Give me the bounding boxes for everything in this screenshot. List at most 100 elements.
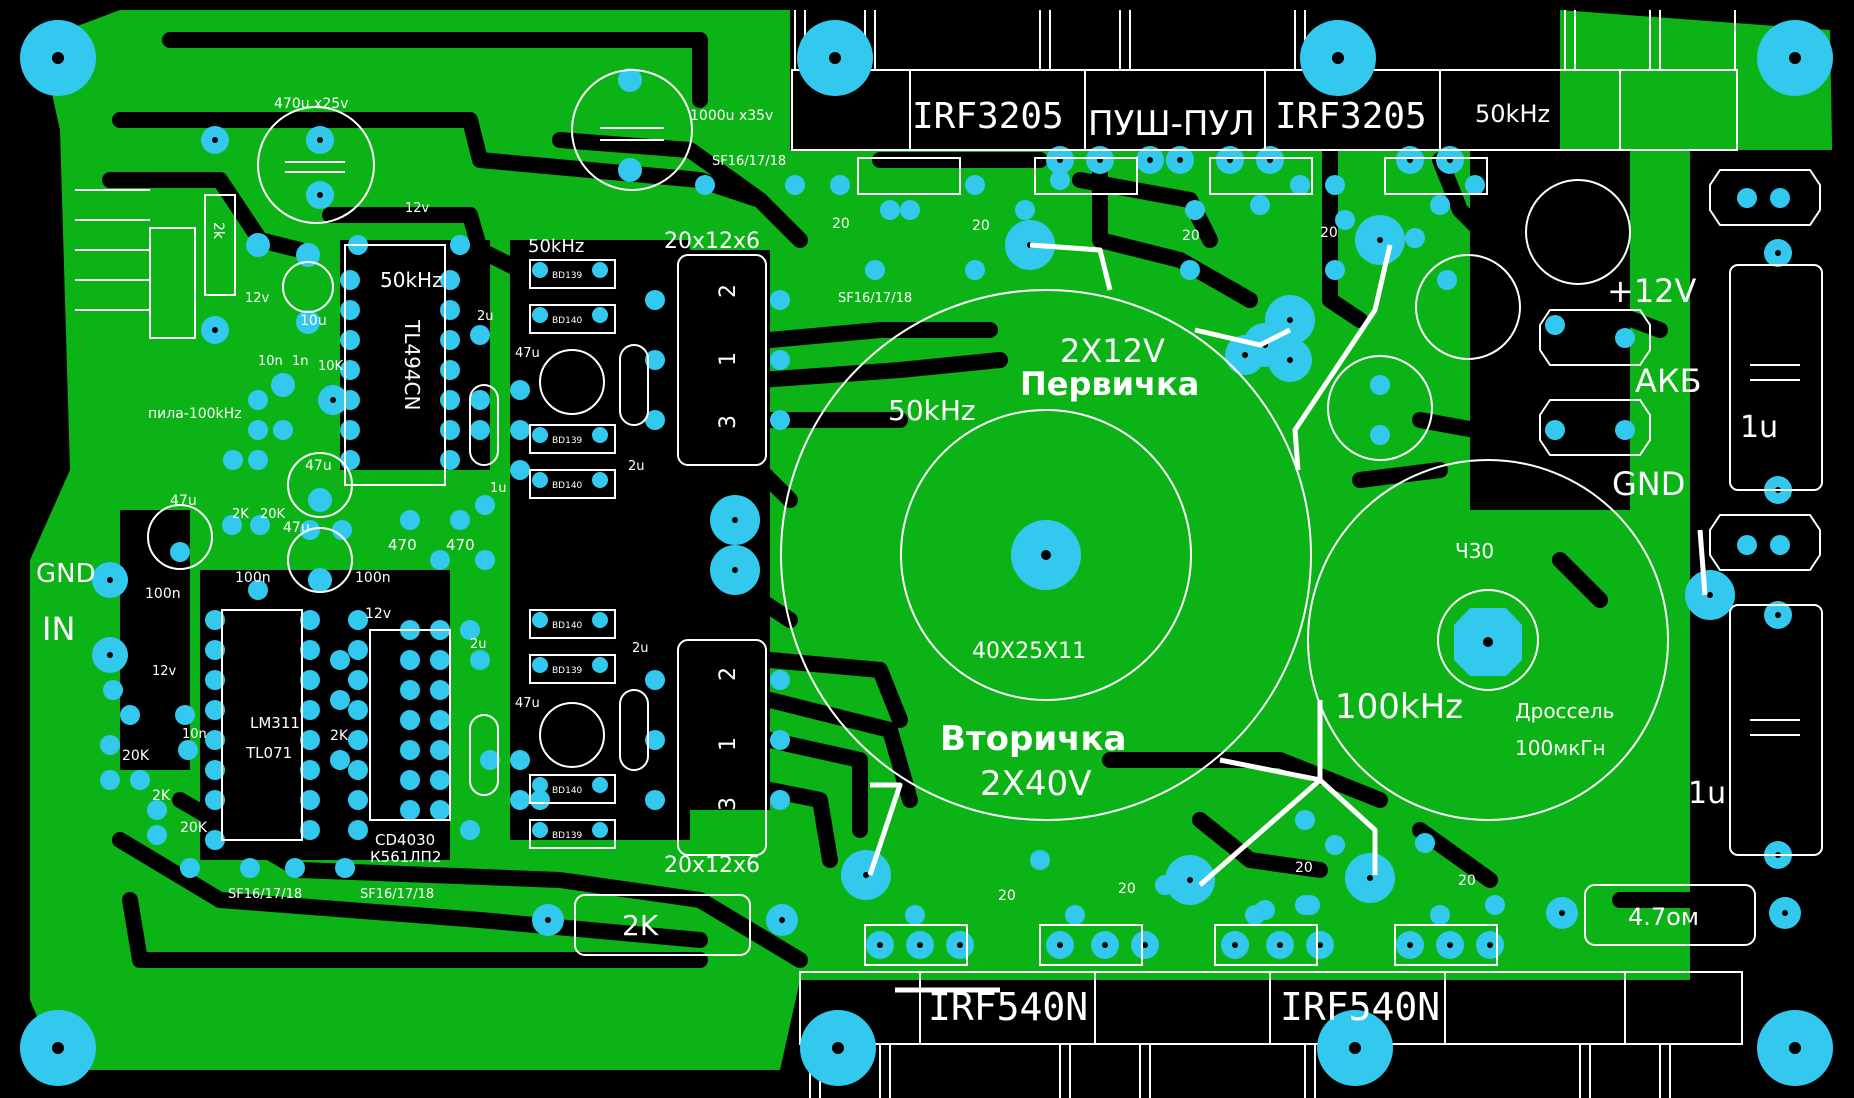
pad-drill-hole xyxy=(877,942,883,948)
pad xyxy=(300,640,320,660)
pad xyxy=(1015,200,1035,220)
pad-drill-hole xyxy=(212,137,218,143)
pad xyxy=(300,700,320,720)
pad xyxy=(1155,875,1175,895)
pad xyxy=(1290,175,1310,195)
label-primary-voltage: 2X12V xyxy=(1060,332,1165,370)
label-res-2k-a: 2K xyxy=(232,507,249,522)
label-choke-code: Ч30 xyxy=(1455,539,1494,563)
pad xyxy=(1050,170,1070,190)
pad-drill-hole xyxy=(1775,612,1781,618)
pad xyxy=(430,680,450,700)
pad xyxy=(592,822,608,838)
code-bd139-4: BD139 xyxy=(552,831,583,841)
pad xyxy=(592,262,608,278)
pad xyxy=(205,700,225,720)
label-res-4-7: 4.7ом xyxy=(1628,903,1699,931)
pad xyxy=(400,510,420,530)
label-res-2k-b: 2K xyxy=(152,788,171,804)
pad xyxy=(250,515,270,535)
pad xyxy=(905,905,925,925)
pad xyxy=(865,260,885,280)
pad-drill-hole xyxy=(863,872,869,878)
pad xyxy=(770,730,790,750)
label-cap-47u-a: 47u xyxy=(515,346,540,361)
pad xyxy=(100,770,120,790)
pad xyxy=(1255,900,1275,920)
pad xyxy=(440,300,460,320)
pad xyxy=(1430,195,1450,215)
pad xyxy=(348,820,368,840)
pad-drill-hole xyxy=(732,567,738,573)
pad xyxy=(440,390,460,410)
pad xyxy=(308,568,332,592)
pad-drill-hole xyxy=(1367,875,1373,881)
pad-drill-hole xyxy=(330,397,336,403)
pad xyxy=(475,550,495,570)
pad xyxy=(103,680,123,700)
pad xyxy=(300,790,320,810)
pad xyxy=(1770,535,1790,555)
label-freq-ic: 50kHz xyxy=(380,268,443,292)
pad xyxy=(400,740,420,760)
label-freq-diodes: 50kHz xyxy=(528,236,584,257)
choke-outer-ring xyxy=(1307,459,1669,821)
pad xyxy=(130,770,150,790)
cap-1000u-outline xyxy=(571,69,693,191)
pad xyxy=(440,420,460,440)
jumper-wires xyxy=(867,242,1708,993)
code-bd139-1: BD139 xyxy=(552,271,583,281)
pad xyxy=(1770,188,1790,208)
pad xyxy=(180,858,200,878)
label-cap-47u-e: 47u xyxy=(515,696,540,711)
label-diode-top: SF16/17/18 xyxy=(712,154,786,169)
pad xyxy=(1325,175,1345,195)
code-bd139-3: BD139 xyxy=(552,666,583,676)
pad xyxy=(1415,833,1435,853)
pad xyxy=(770,410,790,430)
pad xyxy=(480,750,500,770)
pad xyxy=(1370,375,1390,395)
label-cap-1u-small: 1u xyxy=(490,481,507,496)
label-cap-1u-top: 1u xyxy=(1740,410,1778,445)
pad xyxy=(178,740,198,760)
pad xyxy=(340,330,360,350)
pad xyxy=(592,307,608,323)
pad xyxy=(1545,315,1565,335)
pad xyxy=(248,450,268,470)
pad xyxy=(1485,895,1505,915)
pad xyxy=(330,750,350,770)
pad xyxy=(147,825,167,845)
pad xyxy=(460,820,480,840)
pad xyxy=(830,175,850,195)
label-res-2k-big: 2K xyxy=(622,909,659,942)
pad xyxy=(1185,200,1205,220)
label-ic-opamp: TL071 xyxy=(245,744,292,762)
cap-470u-outline xyxy=(257,106,375,224)
label-ic-logic1: CD4030 xyxy=(375,831,435,849)
label-v12-top: 12v xyxy=(405,201,430,216)
label-res-20-c: 20 xyxy=(1182,228,1200,244)
pad xyxy=(510,460,530,480)
pad xyxy=(205,760,225,780)
label-cap-100n-c: 100n xyxy=(355,570,391,586)
label-res-20k-c: 20K xyxy=(180,820,208,836)
label-diode-mid: SF16/17/18 xyxy=(838,291,912,306)
pad xyxy=(645,290,665,310)
label-diode-bl2: SF16/17/18 xyxy=(360,887,434,902)
winding-num-top-1: 2 xyxy=(716,284,741,298)
pad xyxy=(965,260,985,280)
pad xyxy=(340,450,360,470)
winding-num-bot-1: 2 xyxy=(716,667,741,681)
pad xyxy=(880,200,900,220)
label-mosfet-top-left: IRF3205 xyxy=(912,96,1064,137)
pad xyxy=(645,350,665,370)
label-res-20k-b: 20K xyxy=(122,748,150,764)
pad xyxy=(222,515,242,535)
pad xyxy=(770,350,790,370)
pad xyxy=(205,670,225,690)
pad xyxy=(308,488,332,512)
pad xyxy=(510,380,530,400)
transformer-inner-ring xyxy=(900,409,1192,701)
label-akb: АКБ xyxy=(1635,362,1702,400)
